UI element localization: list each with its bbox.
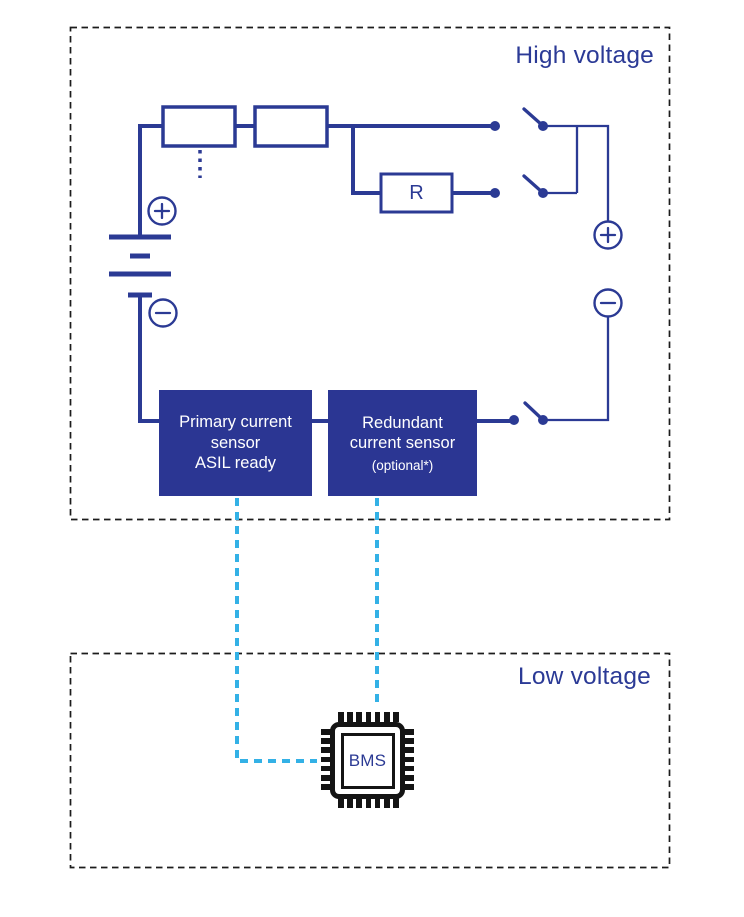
chip-pin xyxy=(374,712,381,722)
switch3-blade xyxy=(523,401,544,421)
plus-icon xyxy=(153,202,171,220)
wire-cells-to-battery-plus xyxy=(138,124,163,237)
chip-pin xyxy=(365,712,372,722)
battery-cells xyxy=(161,105,329,148)
thin-wires xyxy=(543,124,610,422)
chip-pin xyxy=(338,798,344,808)
chip-pin xyxy=(347,798,353,808)
redundant-sensor-line-1: Redundant xyxy=(362,413,443,432)
chip-pin xyxy=(321,765,331,772)
chip-pin xyxy=(356,798,362,808)
switches xyxy=(522,107,544,421)
chip-pin xyxy=(374,798,381,808)
primary-sensor-line-2: sensor xyxy=(210,433,261,452)
bms-label: BMS xyxy=(348,750,387,770)
chip-pin xyxy=(384,798,390,808)
wire-switch1-to-hv-plus xyxy=(543,124,610,221)
battery-symbol xyxy=(109,234,171,298)
battery-cell-1 xyxy=(161,105,237,148)
wire-hv-minus-to-switch3 xyxy=(543,317,610,422)
low-voltage-region-border xyxy=(69,652,671,869)
high-voltage-region-border xyxy=(69,26,671,521)
wire-branch-to-resistor xyxy=(351,126,381,195)
switch2-blade xyxy=(522,174,544,194)
switch2-right-contact-dot xyxy=(538,188,548,198)
resistor-label: R xyxy=(409,181,424,204)
primary-sensor-to-bms-signal xyxy=(235,498,317,763)
chip-pin xyxy=(365,798,372,808)
chip-pin xyxy=(321,738,331,744)
chip-pin xyxy=(347,712,353,722)
chip-pin xyxy=(404,729,414,735)
polarity-glyphs xyxy=(153,202,617,315)
chip-pin xyxy=(356,712,362,722)
chip-pin xyxy=(321,729,331,735)
chip-pin xyxy=(384,712,390,722)
polarity-terminals xyxy=(147,196,623,328)
chip-pin xyxy=(404,775,414,781)
primary-current-sensor-box: Primary current sensor ASIL ready xyxy=(159,390,312,496)
high-voltage-title: High voltage xyxy=(515,42,654,69)
plus-icon xyxy=(599,226,617,244)
switch1-blade xyxy=(522,107,544,127)
wire-battery-minus-to-primary-sensor xyxy=(138,295,159,423)
switch1-right-contact-dot xyxy=(538,121,548,131)
switch2-left-contact-dot xyxy=(490,188,500,198)
bms-chip-icon: BMS xyxy=(321,707,414,808)
bms-chip-label-frame: BMS xyxy=(340,732,395,789)
low-voltage-title: Low voltage xyxy=(518,663,651,690)
chip-pin xyxy=(404,784,414,790)
chip-pin xyxy=(404,765,414,772)
wires xyxy=(138,124,511,423)
switch3-left-contact-dot xyxy=(509,415,519,425)
switch3-right-contact-dot xyxy=(538,415,548,425)
chip-pin xyxy=(404,747,414,753)
chip-pin xyxy=(404,738,414,744)
battery-cell-2 xyxy=(253,105,329,148)
chip-pin xyxy=(321,747,331,753)
contact-dots xyxy=(490,121,548,425)
chip-pin xyxy=(393,798,399,808)
redundant-sensor-note: (optional*) xyxy=(371,457,434,473)
chip-pin xyxy=(404,756,414,763)
primary-sensor-line-1: Primary current xyxy=(179,413,292,432)
redundant-current-sensor-box: Redundant current sensor (optional*) xyxy=(328,390,477,496)
bms-chip-body: BMS xyxy=(330,722,405,799)
switch1-left-contact-dot xyxy=(490,121,500,131)
chip-pin xyxy=(321,756,331,763)
chip-pin xyxy=(393,712,399,722)
chip-pin xyxy=(321,775,331,781)
primary-sensor-line-3: ASIL ready xyxy=(194,454,277,473)
redundant-sensor-line-2: current sensor xyxy=(349,434,456,452)
resistor-outline xyxy=(379,172,454,214)
chip-pin xyxy=(321,784,331,790)
chip-pin xyxy=(338,712,344,722)
